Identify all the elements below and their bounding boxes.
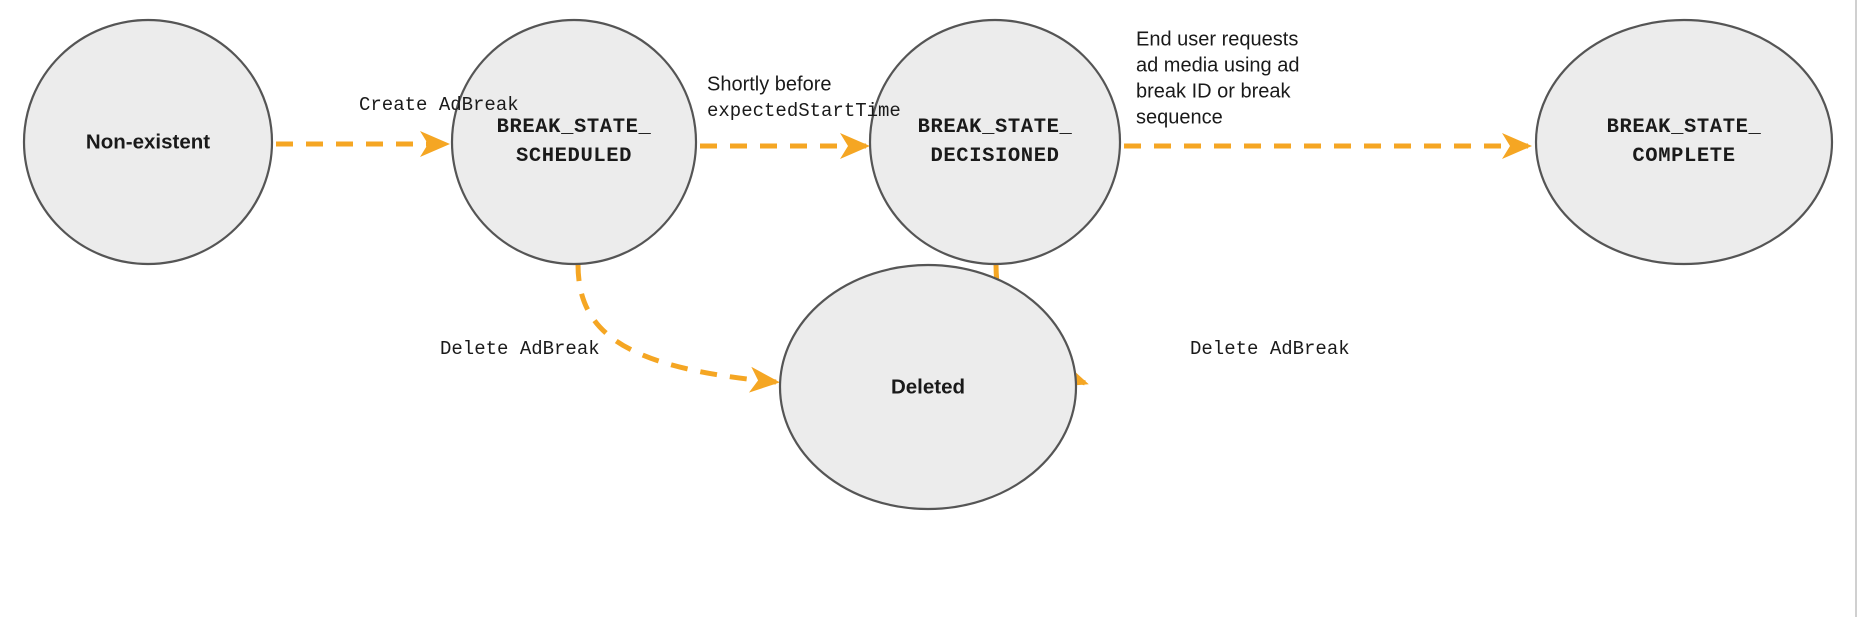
state-node-shape [868, 18, 1122, 266]
edge-label-line: End user requests [1136, 29, 1298, 51]
edge-label-line: Delete AdBreak [440, 338, 600, 360]
state-node-label: SCHEDULED [516, 145, 632, 168]
edge-label-end-user-requests-ad-media: End user requests ad media using ad break … [1136, 29, 1299, 129]
state-node-non-existent[interactable]: Non-existent [22, 18, 274, 266]
state-node-label: Deleted [891, 376, 965, 399]
state-node-label: BREAK_STATE_ [1607, 116, 1762, 139]
edge-label-line: expectedStartTime [707, 100, 901, 122]
edges-layer [276, 131, 1533, 393]
state-node-shape [22, 18, 274, 266]
labels-layer: Create AdBreak Shortly before expectedStar… [359, 29, 1350, 360]
state-node-label: Non-existent [86, 131, 210, 154]
state-node-deleted[interactable]: Deleted [778, 263, 1078, 511]
state-node-label: BREAK_STATE_ [918, 116, 1073, 139]
edge-label-line: Delete AdBreak [1190, 338, 1350, 360]
edge-label-line: Create AdBreak [359, 94, 519, 116]
edge-delete-adbreak-from-scheduled [575, 263, 780, 393]
edge-label-create-adbreak: Create AdBreak [359, 94, 519, 116]
state-node-label: BREAK_STATE_ [497, 116, 652, 139]
state-node-break-state-decisioned[interactable]: BREAK_STATE_ DECISIONED [868, 18, 1122, 266]
state-node-break-state-complete[interactable]: BREAK_STATE_ COMPLETE [1534, 18, 1834, 266]
state-node-break-state-scheduled[interactable]: BREAK_STATE_ SCHEDULED [450, 18, 698, 266]
edge-label-delete-adbreak-from-decisioned: Delete AdBreak [1190, 338, 1350, 360]
edge-label-shortly-before-expected-start-time: Shortly before expectedStartTime [707, 74, 901, 122]
state-node-shape [1534, 18, 1834, 266]
state-node-shape [450, 18, 698, 266]
edge-label-line: sequence [1136, 107, 1223, 129]
edge-label-delete-adbreak-from-scheduled: Delete AdBreak [440, 338, 600, 360]
state-node-shape [778, 263, 1078, 511]
state-node-label: COMPLETE [1632, 145, 1735, 168]
edge-label-line: Shortly before [707, 74, 832, 96]
edge-label-line: ad media using ad [1136, 55, 1299, 77]
state-node-label: DECISIONED [930, 145, 1059, 168]
nodes-layer: Non-existentBREAK_STATE_SCHEDULEDBREAK_S… [22, 18, 1834, 511]
edge-label-line: break ID or break [1136, 81, 1292, 103]
